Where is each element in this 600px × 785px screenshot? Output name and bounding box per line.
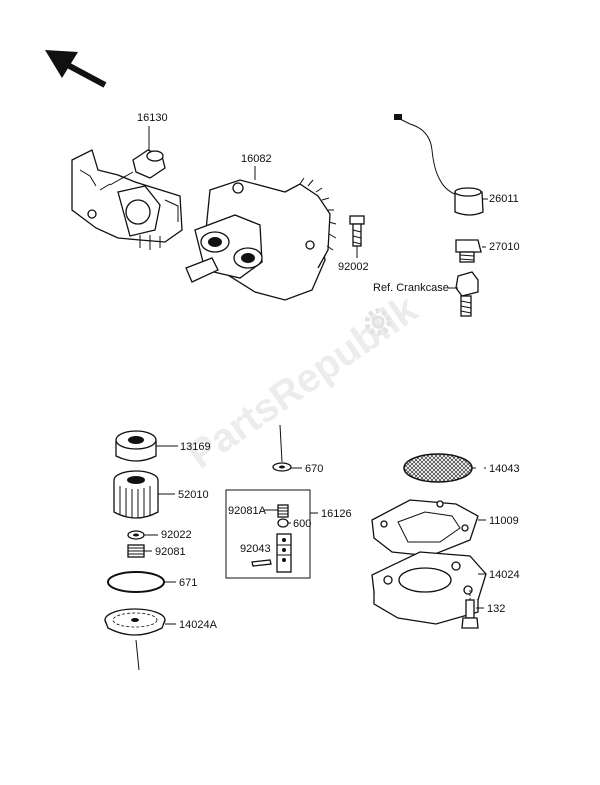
label-92043: 92043 [240,543,271,555]
part-13169-spacer [115,430,175,462]
gear-logo-icon [364,308,392,336]
label-671: 671 [179,577,197,589]
part-52010-oil-filter [113,470,175,519]
label-26011: 26011 [489,193,519,205]
part-14024A-filter-cover [104,608,176,636]
label-14024: 14024 [489,569,520,581]
part-92081-spring [127,544,152,558]
watermark-text: PartsRepublik [180,287,426,478]
label-27010: 27010 [489,241,520,253]
label-14043: 14043 [489,463,520,475]
part-16082-oil-pump [185,166,337,301]
label-11009: 11009 [489,515,519,527]
label-16126: 16126 [321,508,352,520]
label-13169: 13169 [180,441,211,453]
part-16126-relief-valve-group [225,424,318,579]
leader-lines [175,198,488,575]
watermark: PartsRepublik [180,287,426,478]
label-ref-crankcase: Ref. Crankcase [373,282,449,294]
label-16130: 16130 [137,112,168,124]
label-132: 132 [487,603,505,615]
part-132-bolt [461,590,484,629]
part-26011-switch-lead [394,114,486,216]
part-14024-oil-pan [371,551,487,625]
label-600: 600 [293,518,311,530]
label-16082: 16082 [241,153,272,165]
label-92022: 92022 [161,529,192,541]
part-11009-gasket [371,499,482,557]
part-14043-screen [403,453,476,483]
part-27010-pressure-switch [455,239,486,263]
part-671-o-ring [107,571,176,593]
part-16130 [109,126,166,186]
label-14024A: 14024A [179,619,218,631]
label-92002: 92002 [338,261,369,273]
label-670: 670 [305,463,323,475]
centerline-filter [135,639,140,671]
front-direction-arrow-icon [45,50,107,88]
part-labels: 16130 16082 92002 26011 27010 Ref. Crank… [137,112,520,631]
part-92002-bolt [349,215,365,258]
crankcase-reference-stud [448,271,479,317]
label-92081A: 92081A [228,505,267,517]
part-92022-washer [127,530,158,540]
label-92081: 92081 [155,546,186,558]
label-52010: 52010 [178,489,209,501]
crankcase-fragment [71,149,183,250]
